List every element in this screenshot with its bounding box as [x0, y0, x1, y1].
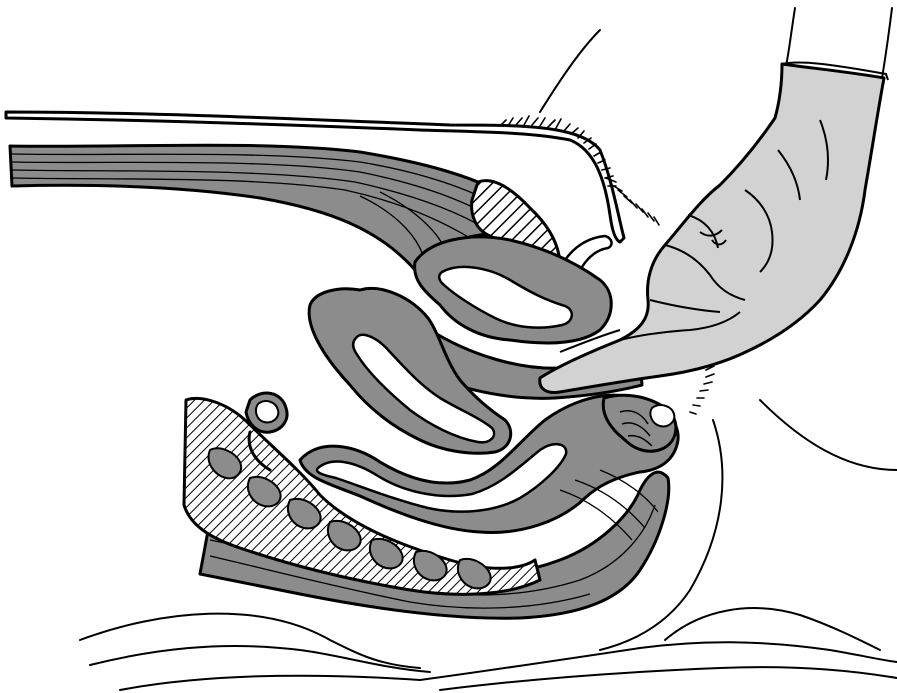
table-sheet: [80, 608, 897, 690]
gloved-hand: [540, 62, 888, 392]
